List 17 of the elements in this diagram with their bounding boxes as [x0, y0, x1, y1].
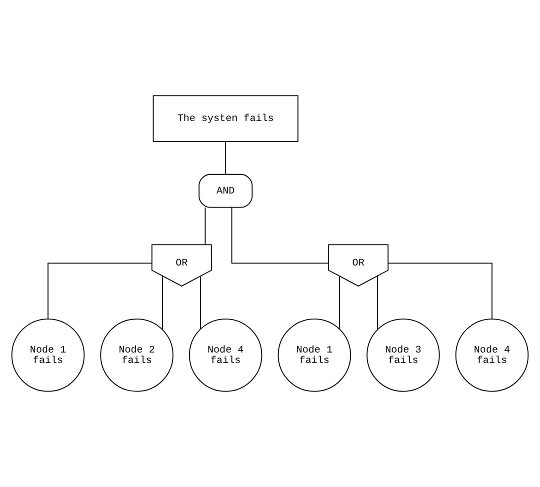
connector — [162, 276, 163, 330]
node-box: AND — [198, 174, 253, 208]
node-circle: Node 1 fails — [278, 318, 352, 392]
connector — [200, 276, 201, 330]
node-circle: Node 4 fails — [455, 318, 529, 392]
connector — [204, 207, 206, 245]
connector — [225, 141, 226, 175]
connector — [388, 262, 492, 320]
node-circle: Node 4 fails — [188, 318, 262, 392]
node-circle: Node 1 fails — [11, 318, 85, 392]
node-box: The systen fails — [152, 95, 298, 142]
connector — [377, 276, 378, 330]
connector — [339, 276, 340, 330]
node-circle: Node 3 fails — [366, 318, 440, 392]
connector — [231, 207, 329, 264]
connector — [48, 262, 152, 320]
node-circle: Node 2 fails — [100, 318, 174, 392]
